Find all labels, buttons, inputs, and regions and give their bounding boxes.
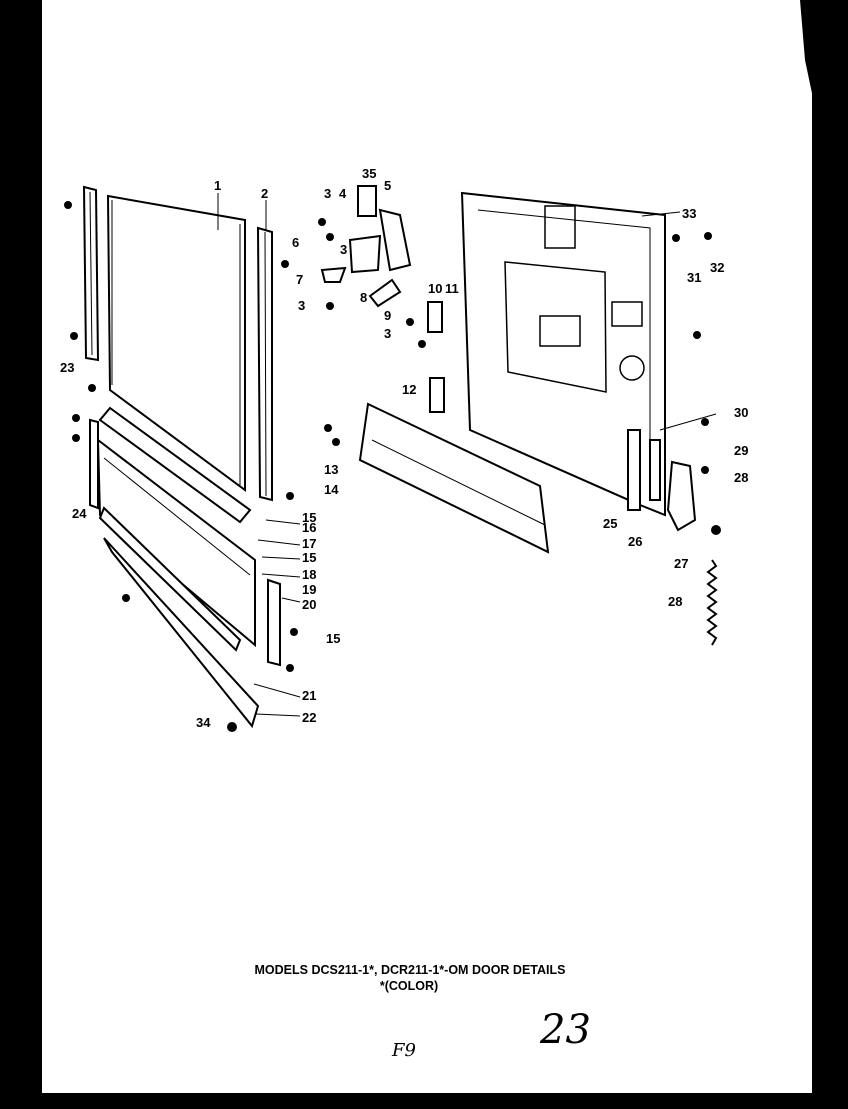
part-label: 15 bbox=[302, 510, 316, 525]
part-label: 24 bbox=[72, 506, 87, 521]
part-label: 1 bbox=[214, 178, 221, 193]
part-label: 14 bbox=[324, 482, 339, 497]
part-labels: 1 2 3 3 3 3 4 35 5 6 7 8 9 10 11 12 13 1… bbox=[60, 166, 748, 730]
part-label: 31 bbox=[687, 270, 701, 285]
part-label: 20 bbox=[302, 597, 316, 612]
side-bracket-left-part bbox=[89, 418, 99, 510]
liner-dispenser-opening bbox=[619, 355, 645, 381]
diagram-caption: MODELS DCS211-1*, DCR211-1*-OM DOOR DETA… bbox=[255, 963, 566, 977]
inner-door-liner-part bbox=[460, 191, 666, 517]
lower-channel-part bbox=[96, 437, 256, 648]
screw-fasteners bbox=[64, 201, 721, 732]
part-label: 15 bbox=[326, 631, 340, 646]
part-label: 3 bbox=[298, 298, 305, 313]
leader-lines bbox=[217, 193, 717, 717]
side-bracket-part bbox=[267, 578, 281, 667]
part-label: 30 bbox=[734, 405, 748, 420]
part-label: 22 bbox=[302, 710, 316, 725]
part-label: 3 bbox=[324, 186, 331, 201]
scan-edge-right bbox=[800, 0, 848, 1109]
part-label: 10 bbox=[428, 281, 442, 296]
part-label: 26 bbox=[628, 534, 642, 549]
part-label: 34 bbox=[196, 715, 211, 730]
part-label: 4 bbox=[339, 186, 347, 201]
part-label: 28 bbox=[734, 470, 748, 485]
part-label: 5 bbox=[384, 178, 391, 193]
handwritten-page-number: 23 bbox=[539, 1007, 591, 1053]
part-label: 11 bbox=[445, 281, 459, 296]
part-label: 8 bbox=[360, 290, 367, 305]
part-label: 7 bbox=[296, 272, 303, 287]
door-spring-part bbox=[706, 559, 718, 646]
bottom-channel-part bbox=[358, 402, 550, 554]
liner-panel-recess bbox=[504, 261, 607, 393]
part-label: 16 bbox=[302, 520, 316, 535]
hinge-part bbox=[666, 460, 697, 532]
part-label: 3 bbox=[340, 242, 347, 257]
part-label: 12 bbox=[402, 382, 416, 397]
part-label: 28 bbox=[668, 594, 682, 609]
part-label: 33 bbox=[682, 206, 696, 221]
handwritten-fig-mark: F9 bbox=[391, 1040, 416, 1061]
part-label: 19 bbox=[302, 582, 316, 597]
kick-strip-part bbox=[98, 506, 242, 652]
part-label: 3 bbox=[384, 326, 391, 341]
part-label: 17 bbox=[302, 536, 316, 551]
diagram-caption-color-note: *(COLOR) bbox=[380, 979, 438, 993]
part-label: 27 bbox=[674, 556, 688, 571]
part-label: 6 bbox=[292, 235, 299, 250]
kickplate-part bbox=[103, 537, 260, 729]
part-label: 25 bbox=[603, 516, 617, 531]
part-label: 29 bbox=[734, 443, 748, 458]
door-panel-part bbox=[106, 194, 246, 492]
part-label: 35 bbox=[362, 166, 376, 181]
part-label: 18 bbox=[302, 567, 316, 582]
lower-rail-part bbox=[98, 406, 252, 524]
part-label: 23 bbox=[60, 360, 74, 375]
part-label: 13 bbox=[324, 462, 338, 477]
part-label: 32 bbox=[710, 260, 724, 275]
part-label: 2 bbox=[261, 186, 268, 201]
part-label: 21 bbox=[302, 688, 316, 703]
part-label: 9 bbox=[384, 308, 391, 323]
part-label: 15 bbox=[302, 550, 316, 565]
